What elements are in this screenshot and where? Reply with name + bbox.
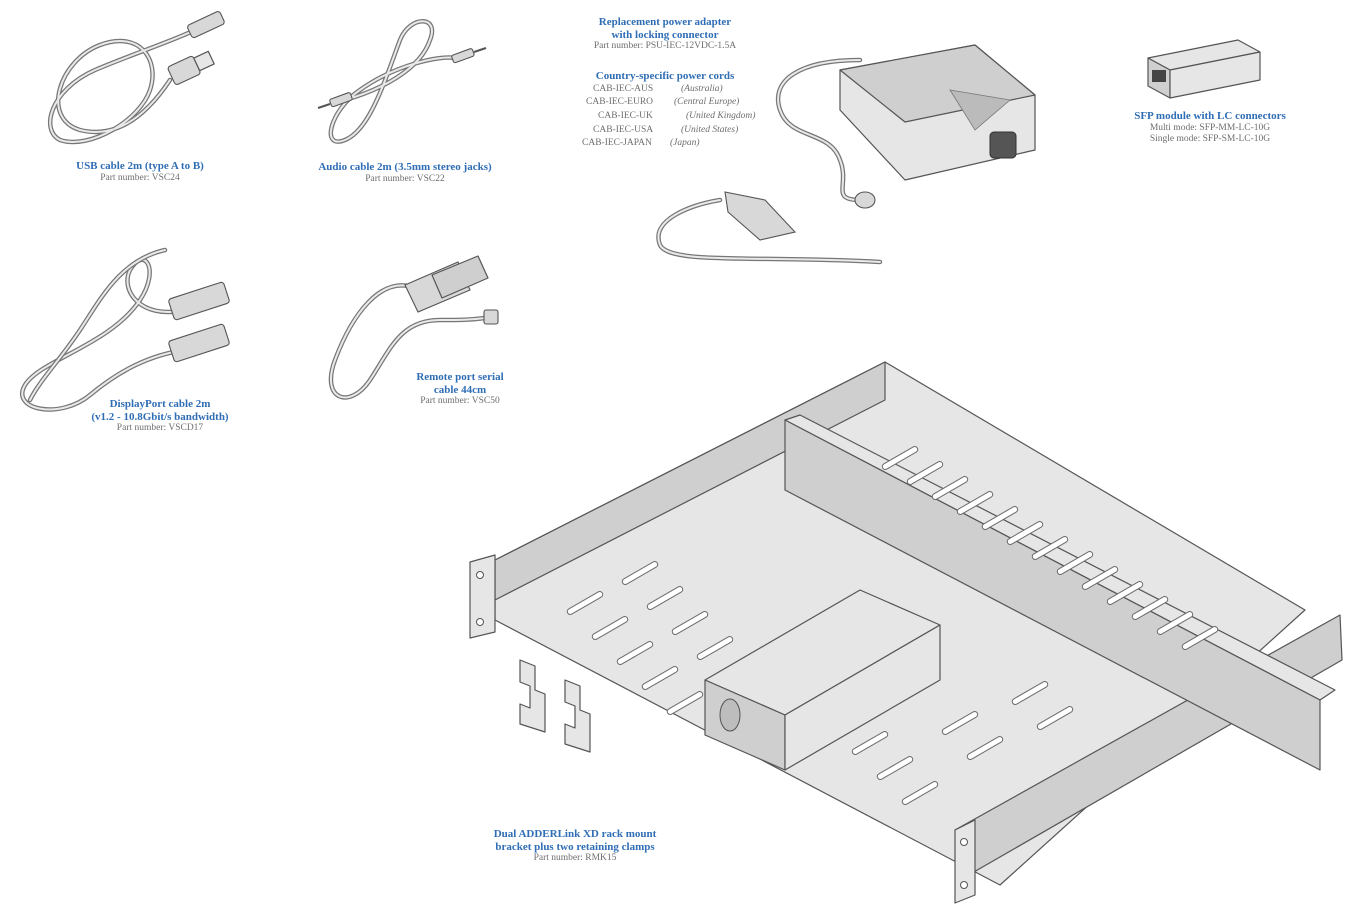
serial-cable-title-line1: Remote port serial [416, 371, 504, 383]
power-cord-code: CAB-IEC-AUS [593, 84, 654, 94]
retaining-clamps-illustration [519, 659, 591, 753]
usb-cable-part: Part number: VSC24 [100, 172, 180, 183]
power-cords-title: Country-specific power cords [595, 70, 735, 82]
displayport-cable-caption: DisplayPort cable 2m (v1.2 - 10.8Gbit/s … [60, 398, 260, 434]
usb-cable-illustration [48, 11, 225, 145]
rack-bracket-title-line1: Dual ADDERLink XD rack mount [493, 828, 657, 840]
power-adapter-part: Part number: PSU-IEC-12VDC-1.5A [593, 41, 737, 52]
power-cord-row: CAB-IEC-UK (United Kingdom) [598, 111, 755, 121]
power-cord-code: CAB-IEC-EURO [586, 97, 654, 107]
audio-cable-part: Part number: VSC22 [365, 173, 445, 184]
power-cord-region: (United States) [681, 125, 739, 135]
power-cord-region: (Australia) [681, 84, 723, 94]
displayport-cable-title-line1: DisplayPort cable 2m [109, 398, 211, 410]
power-cord-code: CAB-IEC-UK [598, 111, 653, 121]
displayport-cable-title-line2: (v1.2 - 10.8Gbit/s bandwidth) [91, 410, 229, 423]
power-cord-code: CAB-IEC-USA [593, 125, 654, 135]
rack-bracket-illustration [469, 361, 1343, 904]
audio-cable-illustration [317, 19, 487, 144]
serial-cable-caption: Remote port serial cable 44cm Part numbe… [370, 371, 550, 407]
power-cord-region: (United Kingdom) [686, 111, 756, 121]
rack-bracket-title-line2: bracket plus two retaining clamps [495, 840, 655, 853]
power-cord-row: CAB-IEC-USA (United States) [593, 125, 738, 135]
sfp-module-illustration [1147, 39, 1261, 99]
power-cord-region: (Central Europe) [674, 97, 740, 107]
power-cords-caption: Country-specific power cords [565, 70, 765, 83]
sfp-single-mode: Single mode: SFP-SM-LC-10G [1149, 133, 1271, 144]
sfp-module-title: SFP module with LC connectors [1134, 110, 1286, 122]
power-cord-row: CAB-IEC-AUS (Australia) [593, 84, 723, 94]
power-adapter-illustration [656, 44, 1036, 265]
serial-cable-part: Part number: VSC50 [420, 396, 500, 407]
power-adapter-title-line1: Replacement power adapter [598, 16, 732, 28]
displayport-cable-illustration [20, 247, 230, 412]
rack-bracket-part: Part number: RMK15 [533, 853, 617, 864]
usb-cable-caption: USB cable 2m (type A to B) Part number: … [40, 160, 240, 184]
serial-cable-illustration [328, 255, 499, 400]
sfp-module-caption: SFP module with LC connectors Multi mode… [1110, 110, 1310, 144]
displayport-cable-part: Part number: VSCD17 [116, 423, 204, 434]
power-cord-code: CAB-IEC-JAPAN [582, 138, 652, 148]
audio-cable-title: Audio cable 2m (3.5mm stereo jacks) [318, 161, 492, 173]
usb-cable-title: USB cable 2m (type A to B) [76, 160, 204, 172]
rack-bracket-caption: Dual ADDERLink XD rack mount bracket plu… [465, 828, 685, 864]
power-cord-region: (Japan) [670, 138, 700, 148]
power-cord-row: CAB-IEC-EURO (Central Europe) [586, 97, 739, 107]
power-adapter-title-line2: with locking connector [611, 28, 719, 41]
power-cord-row: CAB-IEC-JAPAN (Japan) [582, 138, 700, 148]
audio-cable-caption: Audio cable 2m (3.5mm stereo jacks) Part… [295, 161, 515, 185]
serial-cable-title-line2: cable 44cm [433, 383, 487, 396]
sfp-multi-mode: Multi mode: SFP-MM-LC-10G [1149, 122, 1271, 133]
power-adapter-caption: Replacement power adapter with locking c… [565, 16, 765, 52]
